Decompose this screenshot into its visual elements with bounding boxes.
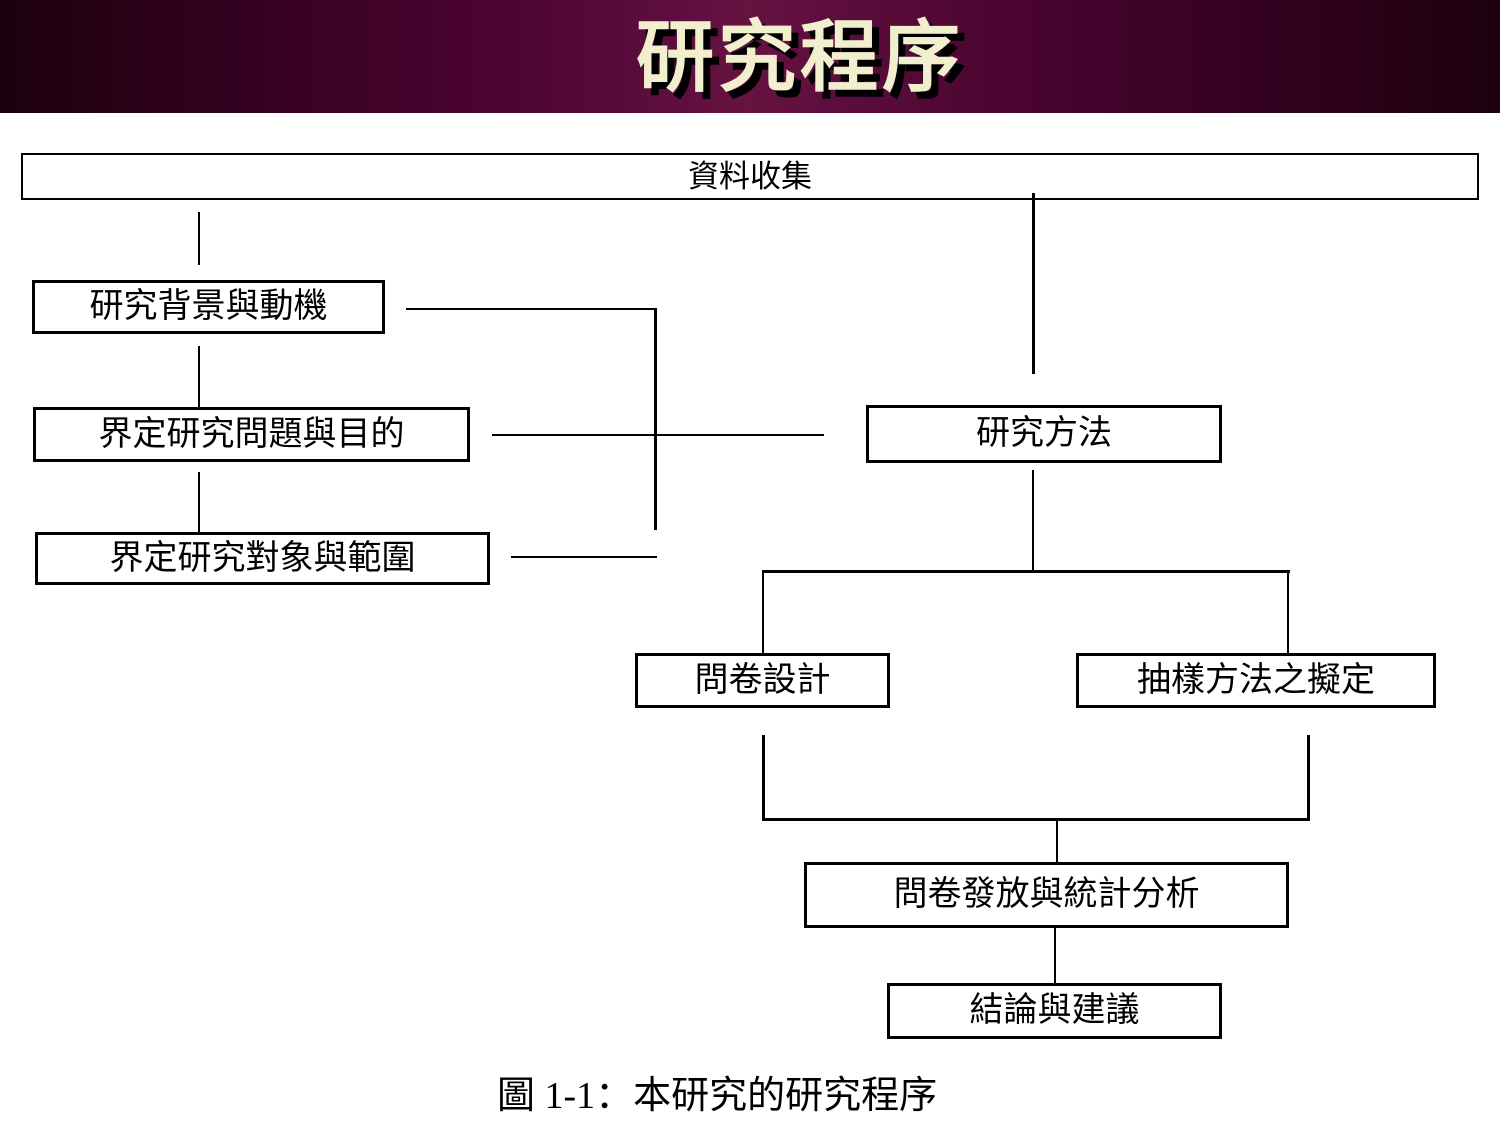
connector-branch-h xyxy=(762,570,1290,573)
connector-background-to-problems-v xyxy=(198,346,200,407)
node-conclusions-recommendations: 結論與建議 xyxy=(887,983,1222,1039)
node-questionnaire-design: 問卷設計 xyxy=(635,653,890,708)
connector-branch-to-sampling-v xyxy=(1287,573,1289,653)
connector-background-merge-h xyxy=(406,308,657,310)
connector-join-to-analysis-v xyxy=(1056,821,1058,862)
connector-branch-to-questionnaire-v xyxy=(762,573,764,653)
node-sampling-method-formulation: 抽樣方法之擬定 xyxy=(1076,653,1436,708)
connector-scope-merge-h xyxy=(511,556,657,558)
connector-merge-v xyxy=(654,308,657,530)
connector-questionnaire-to-join-v xyxy=(762,735,765,820)
node-research-background-motivation: 研究背景與動機 xyxy=(32,280,385,334)
connector-sampling-to-join-v xyxy=(1307,735,1310,820)
figure-caption: 圖 1-1：本研究的研究程序 xyxy=(497,1075,938,1117)
node-data-collection: 資料收集 xyxy=(21,153,1479,200)
node-questionnaire-distribution-statistical-analysis: 問卷發放與統計分析 xyxy=(804,862,1289,928)
connector-problems-to-scope-v xyxy=(198,472,200,532)
connector-collection-to-background-v xyxy=(198,212,200,265)
page-title: 研究程序 xyxy=(635,12,964,101)
node-research-methods: 研究方法 xyxy=(866,405,1222,463)
node-define-problems-objectives: 界定研究問題與目的 xyxy=(33,407,470,462)
connector-analysis-to-conclusions-v xyxy=(1054,928,1056,983)
connector-collection-to-methods-v xyxy=(1032,193,1035,374)
connector-join-h xyxy=(762,818,1310,821)
node-define-subjects-scope: 界定研究對象與範圍 xyxy=(35,532,490,585)
title-banner: 研究程序 xyxy=(0,0,1500,113)
connector-problems-to-methods-h xyxy=(492,434,824,436)
connector-methods-to-branch-v xyxy=(1032,470,1034,572)
